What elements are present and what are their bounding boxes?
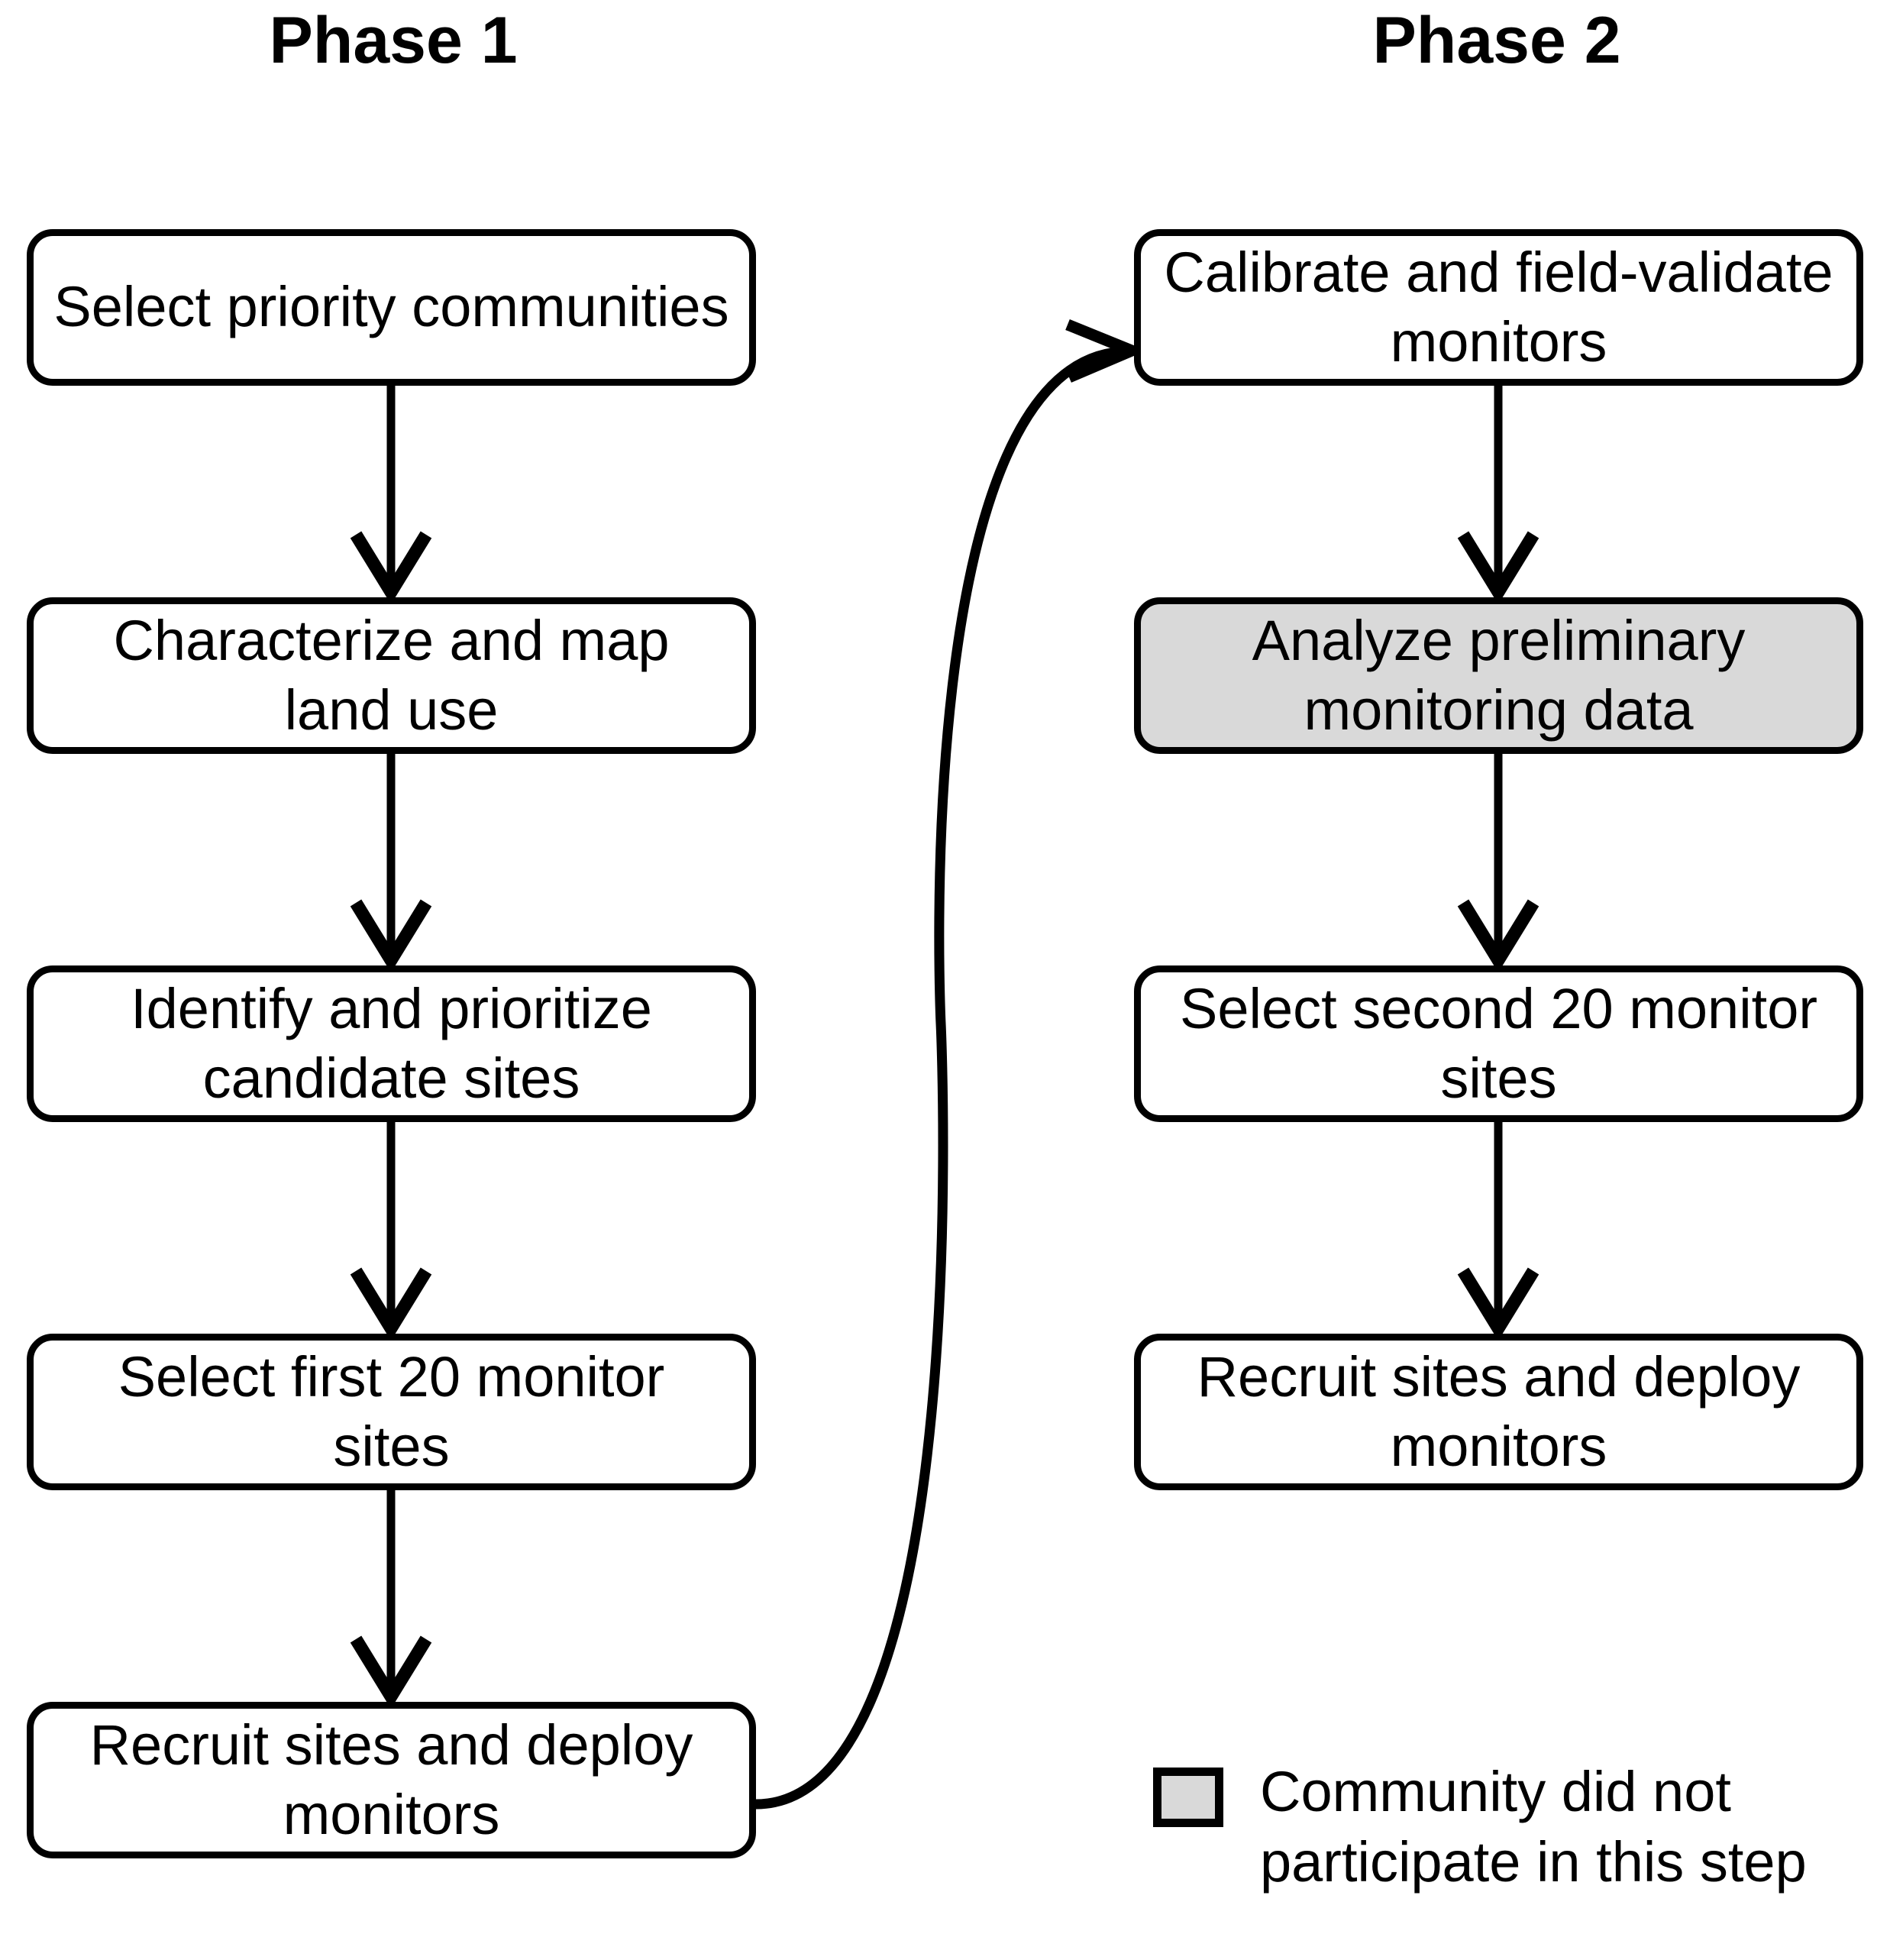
legend: Community did not participate in this st…	[1153, 1757, 1863, 1897]
phase2-step-recruit-sites-and-deploy-monitors[interactable]: Recruit sites and deploy monitors	[1134, 1334, 1863, 1490]
phase2-step-calibrate-and-field-validate-monitors[interactable]: Calibrate and field-validate monitors	[1134, 229, 1863, 386]
arrow-cross-phase-curve	[755, 319, 1147, 1810]
phase1-step-recruit-sites-and-deploy-monitors[interactable]: Recruit sites and deploy monitors	[27, 1702, 756, 1858]
legend-swatch-shaded-box	[1153, 1768, 1223, 1827]
phase2-step-select-second-20-monitor-sites[interactable]: Select second 20 monitor sites	[1134, 965, 1863, 1122]
node-label: Analyze preliminary monitoring data	[1252, 609, 1746, 742]
arrow-p1-0-to-1	[350, 386, 432, 605]
phase1-step-select-priority-communities[interactable]: Select priority communities	[27, 229, 756, 386]
node-label: Select first 20 monitor sites	[118, 1345, 665, 1478]
node-label: Identify and prioritize candidate sites	[131, 977, 652, 1110]
arrow-p1-1-to-2	[350, 754, 432, 973]
legend-label: Community did not participate in this st…	[1260, 1760, 1807, 1894]
phase2-step-analyze-preliminary-monitoring-data[interactable]: Analyze preliminary monitoring data	[1134, 597, 1863, 754]
node-label: Calibrate and field-validate monitors	[1164, 241, 1833, 374]
phase1-step-select-first-20-monitor-sites[interactable]: Select first 20 monitor sites	[27, 1334, 756, 1490]
arrow-p2-1-to-2	[1457, 754, 1539, 973]
arrow-p1-3-to-4	[350, 1490, 432, 1709]
node-label: Recruit sites and deploy monitors	[89, 1713, 693, 1846]
node-label: Select second 20 monitor sites	[1179, 977, 1818, 1110]
phase-2-title: Phase 2	[1372, 4, 1621, 77]
arrow-p2-0-to-1	[1457, 386, 1539, 605]
node-label: Recruit sites and deploy monitors	[1197, 1345, 1801, 1478]
phase1-step-identify-and-prioritize-candidate-sites[interactable]: Identify and prioritize candidate sites	[27, 965, 756, 1122]
node-label: Characterize and map land use	[113, 609, 670, 742]
node-label: Select priority communities	[53, 275, 729, 339]
arrow-p1-2-to-3	[350, 1122, 432, 1341]
phase-1-title: Phase 1	[269, 4, 518, 77]
phase1-step-characterize-and-map-land-use[interactable]: Characterize and map land use	[27, 597, 756, 754]
arrow-p2-2-to-3	[1457, 1122, 1539, 1341]
